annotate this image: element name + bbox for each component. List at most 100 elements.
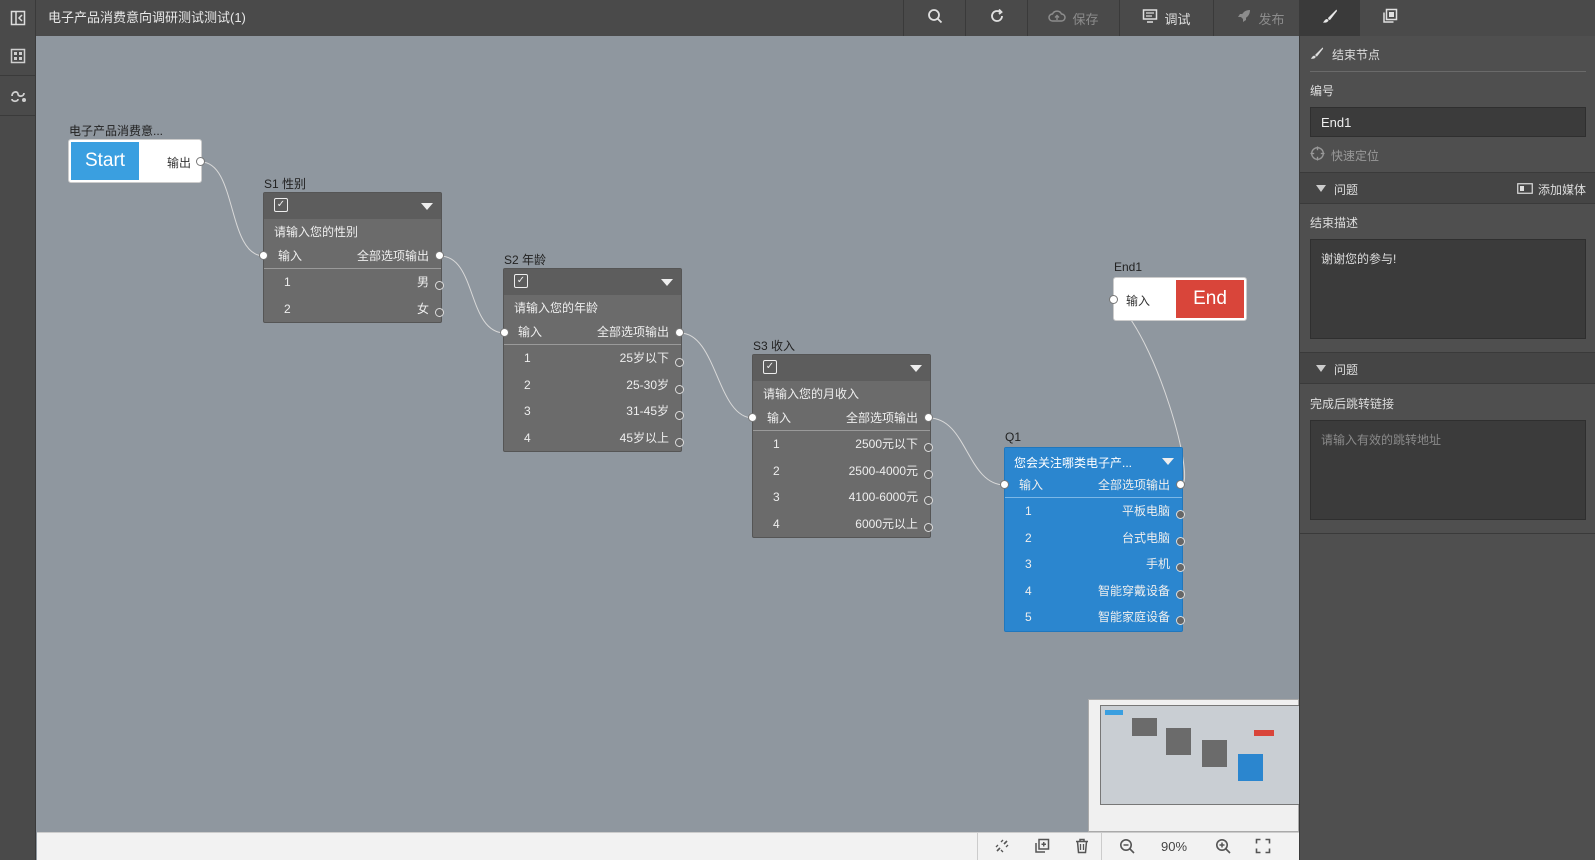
option-text: 45岁以上 xyxy=(619,430,669,445)
s2-option-port[interactable] xyxy=(675,358,684,367)
q1-option-port[interactable] xyxy=(1176,510,1185,519)
section-question-1[interactable]: 问题 添加媒体 xyxy=(1300,172,1595,204)
tab-properties[interactable] xyxy=(1299,0,1359,36)
debug-button[interactable]: 调试 xyxy=(1119,0,1213,36)
s3-output-port[interactable] xyxy=(924,413,933,422)
s1-input-port[interactable] xyxy=(259,251,268,260)
delete-button[interactable] xyxy=(1062,833,1102,860)
node-q1-label: Q1 xyxy=(1005,430,1022,444)
s2-option-port[interactable] xyxy=(675,385,684,394)
s1-option-port[interactable] xyxy=(435,308,444,317)
publish-button[interactable]: 发布 xyxy=(1213,0,1307,36)
start-node[interactable]: Start 输出 xyxy=(68,139,202,183)
node-output-label: 全部选项输出 xyxy=(1097,478,1170,492)
option-text: 2500元以下 xyxy=(855,437,918,451)
search-icon xyxy=(927,8,943,28)
s3-option-port[interactable] xyxy=(924,470,933,479)
option-number: 4 xyxy=(1025,583,1032,598)
quick-locate-label: 快速定位 xyxy=(1331,148,1380,163)
q1-option-port[interactable] xyxy=(1176,563,1185,572)
grid-icon[interactable] xyxy=(0,36,36,76)
redirect-url-textarea[interactable] xyxy=(1310,420,1586,520)
search-button[interactable] xyxy=(903,0,965,36)
end-input-port[interactable] xyxy=(1109,295,1118,304)
s1-option-port[interactable] xyxy=(435,281,444,290)
q1-option-port[interactable] xyxy=(1176,537,1185,546)
minimap-viewport[interactable] xyxy=(1100,705,1299,805)
minimap-start xyxy=(1105,710,1123,715)
node-input-label: 输入 xyxy=(767,411,792,425)
quick-locate-button[interactable]: 快速定位 xyxy=(1310,146,1379,164)
option-number: 2 xyxy=(284,301,291,316)
save-button[interactable]: 保存 xyxy=(1027,0,1119,36)
zoom-out-button[interactable] xyxy=(1107,833,1147,860)
end-badge: End xyxy=(1176,280,1244,318)
node-id-input[interactable] xyxy=(1310,107,1586,137)
divider xyxy=(1101,833,1102,860)
triangle-down-icon xyxy=(1316,365,1326,372)
end-node[interactable]: 输入 End xyxy=(1113,277,1247,321)
tab-layers[interactable] xyxy=(1359,0,1419,36)
node-s3-label: S3 收入 xyxy=(753,339,796,353)
unlink-button[interactable] xyxy=(982,833,1022,860)
chevron-down-icon[interactable] xyxy=(661,279,673,286)
option-text: 智能穿戴设备 xyxy=(1097,583,1170,598)
option-text: 31-45岁 xyxy=(626,404,669,418)
s1-output-port[interactable] xyxy=(435,251,444,260)
s2-output-port[interactable] xyxy=(675,328,684,337)
fullscreen-button[interactable] xyxy=(1243,833,1283,860)
option-text: 智能家庭设备 xyxy=(1097,610,1170,624)
q1-output-port[interactable] xyxy=(1176,480,1185,489)
start-output-port[interactable] xyxy=(196,157,205,166)
option-text: 2500-4000元 xyxy=(848,463,918,478)
chevron-down-icon[interactable] xyxy=(1162,458,1174,465)
zoom-in-button[interactable] xyxy=(1203,833,1243,860)
end-description-textarea[interactable]: 谢谢您的参与! xyxy=(1310,239,1586,339)
panel-toggle-icon[interactable] xyxy=(0,0,36,36)
zoom-out-icon xyxy=(1119,838,1135,857)
add-media-button[interactable]: 添加媒体 xyxy=(1517,181,1586,198)
chevron-down-icon[interactable] xyxy=(421,203,433,210)
flow-canvas[interactable]: 电子产品消费意... Start 输出 S1 性别 ✓ 请输入您的性别 输入 全… xyxy=(37,36,1299,832)
panel-title: 结束节点 xyxy=(1332,48,1381,62)
option-number: 1 xyxy=(524,351,531,365)
node-description: 请输入您的年龄 xyxy=(514,301,599,315)
duplicate-button[interactable] xyxy=(1022,833,1062,860)
q1-option-port[interactable] xyxy=(1176,616,1185,625)
node-input-label: 输入 xyxy=(1019,478,1044,492)
minimap[interactable] xyxy=(1088,699,1299,832)
s2-option-port[interactable] xyxy=(675,411,684,420)
s3-input-port[interactable] xyxy=(748,413,757,422)
section-question-2[interactable]: 问题 xyxy=(1300,352,1595,384)
minimap-node xyxy=(1202,740,1227,767)
checkbox-icon: ✓ xyxy=(514,274,528,288)
option-text: 25-30岁 xyxy=(626,377,669,392)
refresh-button[interactable] xyxy=(965,0,1027,36)
q1-input-port[interactable] xyxy=(1000,480,1009,489)
zoom-level: 90% xyxy=(1160,839,1188,854)
s2-input-port[interactable] xyxy=(500,328,509,337)
s3-option-port[interactable] xyxy=(924,496,933,505)
q1-option-port[interactable] xyxy=(1176,590,1185,599)
option-text: 4100-6000元 xyxy=(848,490,918,504)
cloud-upload-icon xyxy=(1048,9,1067,27)
flow-icon[interactable] xyxy=(0,76,36,116)
chevron-down-icon[interactable] xyxy=(910,365,922,372)
s2-option-port[interactable] xyxy=(675,438,684,447)
node-title: 您会关注哪类电子产... xyxy=(1014,456,1133,470)
s3-option-port[interactable] xyxy=(924,443,933,452)
option-row: 4 智能穿戴设备 xyxy=(1005,578,1182,605)
checkbox-icon: ✓ xyxy=(274,198,288,212)
s3-option-port[interactable] xyxy=(924,523,933,532)
option-text: 平板电脑 xyxy=(1121,504,1170,518)
brush-icon xyxy=(1322,8,1338,28)
